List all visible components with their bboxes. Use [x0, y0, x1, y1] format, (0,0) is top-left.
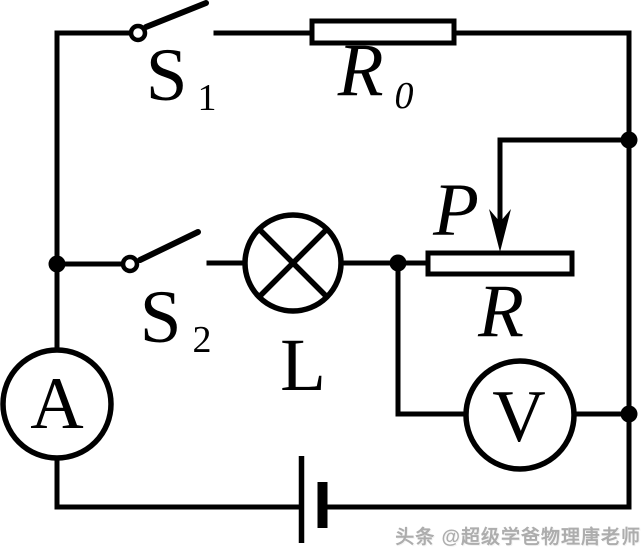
junction-left [48, 255, 66, 273]
junction-lamp-right [389, 254, 407, 272]
s2-label: S 2 [140, 276, 212, 361]
junction-right-upper [620, 131, 638, 149]
ammeter-icon [0, 347, 114, 461]
wire-slider-branch [497, 137, 632, 229]
lamp: L [242, 212, 344, 407]
switch-s2: S 2 [120, 229, 212, 361]
voltmeter-label: V [492, 376, 545, 458]
voltmeter-icon [463, 358, 577, 472]
voltmeter: V [463, 358, 577, 472]
ammeter-label: A [30, 363, 83, 445]
rheostat-label: R [477, 270, 524, 353]
junctions [48, 131, 638, 423]
watermark-text: 头条 @超级学爸物理唐老师 [395, 527, 641, 548]
resistor-r0: R 0 [309, 18, 457, 117]
rheostat-icon [425, 250, 575, 277]
s2-lever-icon [137, 229, 201, 263]
wire-left-and-top [54, 30, 134, 353]
slider-arrow-icon [489, 209, 511, 252]
lamp-cross-2 [257, 227, 329, 299]
battery [298, 456, 328, 543]
resistor-r0-label: R 0 [337, 29, 414, 117]
s1-pivot-icon [128, 23, 148, 43]
switch-s1: S 1 [128, 0, 217, 119]
wire-junction-to-voltmeter [395, 260, 470, 417]
s1-label: S 1 [146, 34, 217, 119]
wire-top-right-and-right [451, 30, 632, 510]
slider-label: P [432, 169, 479, 252]
s2-pivot-icon [120, 254, 140, 274]
lamp-label: L [280, 324, 326, 407]
resistor-r0-icon [309, 18, 457, 46]
ammeter: A [0, 347, 114, 461]
wire-bottom-left [54, 455, 303, 510]
s1-lever-icon [143, 0, 209, 30]
junction-right-lower [620, 405, 638, 423]
wires [54, 30, 632, 510]
rheostat: P R [425, 169, 575, 353]
